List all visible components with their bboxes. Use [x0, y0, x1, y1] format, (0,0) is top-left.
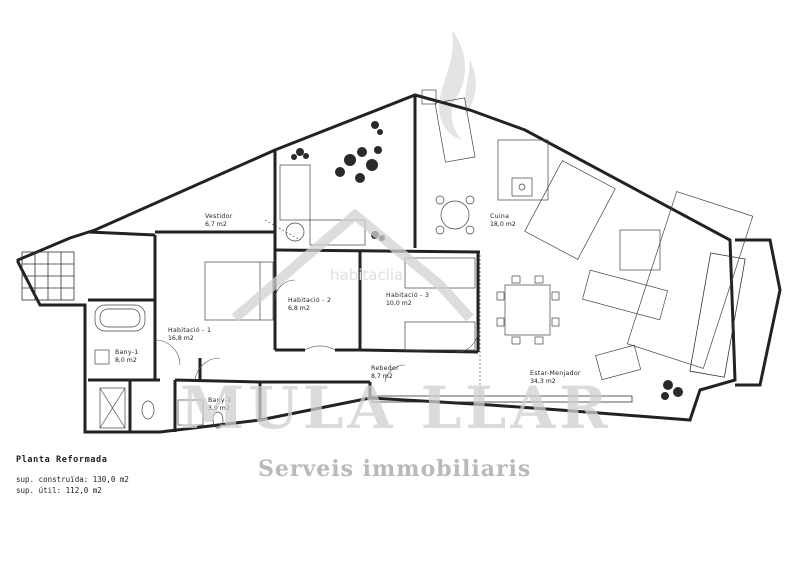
room-label-hab2: Habitació - 2 6,8 m2 [288, 296, 331, 312]
surface-useful: sup. útil: 112,0 m2 [16, 486, 102, 495]
svg-text:10,0 m2: 10,0 m2 [386, 300, 412, 307]
single-beds [404, 257, 476, 351]
watermark-brand: MULA LLAR [180, 374, 612, 442]
room-label-bany1: Bany-1 8,0 m2 [115, 349, 138, 364]
room-label-rebedor: Rebedor 8,7 m2 [371, 365, 399, 380]
svg-text:Habitació - 3: Habitació - 3 [386, 291, 429, 299]
svg-text:Bany-2: Bany-2 [208, 397, 231, 404]
svg-text:18,0 m2: 18,0 m2 [490, 221, 516, 228]
svg-text:Bany-1: Bany-1 [115, 349, 138, 356]
svg-text:8,7 m2: 8,7 m2 [371, 373, 393, 380]
watermark-house-icon [231, 208, 474, 322]
svg-text:8,0 m2: 8,0 m2 [115, 357, 137, 364]
plant-icon [291, 121, 683, 400]
svg-text:6,7 m2: 6,7 m2 [205, 221, 227, 228]
svg-text:Vestidor: Vestidor [205, 213, 233, 220]
svg-text:Rebedor: Rebedor [371, 365, 399, 372]
svg-text:Habitació - 1: Habitació - 1 [168, 326, 211, 334]
room-label-hab1: Habitació - 1 16,8 m2 [168, 326, 211, 342]
kitchen-counters [497, 139, 616, 260]
door-swings [154, 279, 479, 383]
bath-fixtures [94, 349, 224, 429]
svg-text:Estar-Menjador: Estar-Menjador [530, 370, 581, 377]
surface-built: sup. construïda: 130,0 m2 [16, 475, 129, 484]
svg-text:34,3 m2: 34,3 m2 [530, 378, 556, 385]
outer-walls [16, 93, 782, 434]
dining-table [496, 275, 560, 345]
watermark-portal: habitaclia [330, 266, 403, 284]
watermark-tagline: Serveis immobiliaris [258, 456, 531, 482]
room-label-vestidor: Vestidor 6,7 m2 [205, 213, 233, 228]
svg-text:Habitació - 2: Habitació - 2 [288, 296, 331, 304]
svg-text:3,9 m2: 3,9 m2 [208, 405, 230, 412]
bathtub [94, 304, 146, 332]
plan-title: Planta Reformada [16, 455, 108, 465]
patio-seating [279, 89, 476, 246]
svg-text:Cuina: Cuina [490, 213, 509, 220]
room-label-estar: Estar-Menjador 34,3 m2 [530, 370, 581, 385]
terrace-tiles [21, 251, 75, 301]
living-sofa [582, 191, 754, 381]
svg-text:6,8 m2: 6,8 m2 [288, 305, 310, 312]
room-label-bany2: Bany-2 3,9 m2 [208, 397, 231, 412]
round-table [435, 195, 475, 235]
room-label-hab3: Habitació - 3 10,0 m2 [386, 291, 429, 307]
room-label-cuina: Cuina 18,0 m2 [490, 213, 516, 228]
watermark-flame-icon [439, 30, 476, 140]
svg-text:16,8 m2: 16,8 m2 [168, 335, 194, 342]
